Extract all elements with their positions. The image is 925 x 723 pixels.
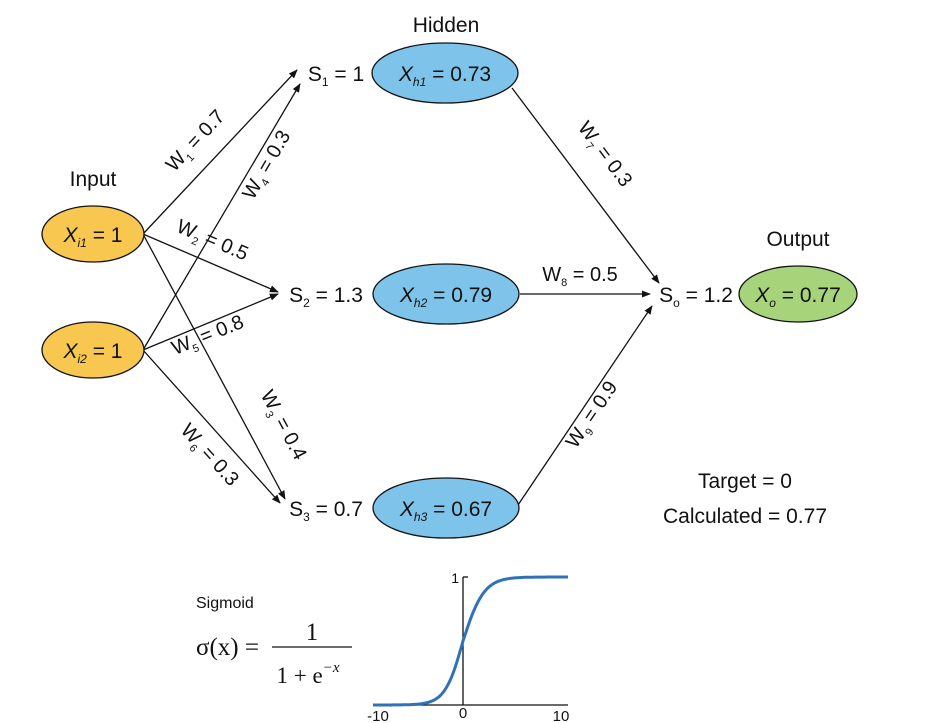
- sigmoid-numerator: 1: [306, 619, 319, 646]
- target-text: Target = 0: [698, 470, 792, 493]
- weight-label-w3: W3 = 0.4: [253, 387, 311, 466]
- svg-text:Xi1 = 1: Xi1 = 1: [63, 224, 123, 250]
- edge-w9: [517, 305, 653, 506]
- input-layer-label: Input: [70, 168, 117, 191]
- sum-label-s3: S3 = 0.7: [289, 498, 363, 524]
- sigmoid-plot: 1 -10 0 10: [367, 570, 569, 723]
- input-node-1: Xi1 = 1: [41, 205, 145, 263]
- weight-label-w9: W9 = 0.9: [562, 377, 625, 454]
- sigmoid-curve: [373, 575, 568, 707]
- sigmoid-xtick-min: -10: [367, 708, 389, 723]
- weight-label-w8: W8 = 0.5: [542, 264, 618, 289]
- svg-text:Xh2 = 0.79: Xh2 = 0.79: [399, 284, 492, 310]
- weight-label-w1: W1 = 0.7: [162, 106, 232, 178]
- svg-text:Xh1 = 0.73: Xh1 = 0.73: [398, 63, 491, 89]
- edge-w2: [142, 233, 279, 293]
- hidden-node-2: Xh2 = 0.79: [372, 263, 520, 325]
- sum-label-s2: S2 = 1.3: [289, 284, 363, 310]
- output-layer-label: Output: [766, 228, 829, 251]
- hidden-layer-label: Hidden: [413, 14, 480, 37]
- sigmoid-xtick-max: 10: [553, 708, 570, 723]
- sum-label-s1: S1 = 1: [308, 63, 364, 89]
- sigmoid-formula-left: σ(x) =: [196, 634, 259, 661]
- hidden-node-3: Xh3 = 0.67: [372, 477, 520, 539]
- hidden-node-1: Xh1 = 0.73: [371, 42, 519, 104]
- input-node-2: Xi2 = 1: [41, 321, 145, 379]
- weight-label-w6: W6 = 0.3: [174, 420, 243, 493]
- weight-label-w2: W2 = 0.5: [172, 216, 251, 269]
- edge-w1: [142, 69, 298, 235]
- svg-text:Xo = 0.77: Xo = 0.77: [754, 284, 841, 310]
- svg-text:Xh3 = 0.67: Xh3 = 0.67: [399, 498, 492, 524]
- connections: [142, 69, 660, 506]
- output-node: Xo = 0.77: [738, 265, 858, 323]
- sum-label-so: So = 1.2: [659, 284, 733, 310]
- sigmoid-title: Sigmoid: [196, 595, 254, 612]
- calculated-text: Calculated = 0.77: [663, 505, 827, 528]
- edge-w4: [142, 83, 301, 351]
- edge-w3: [142, 233, 286, 500]
- svg-text:Xi2 = 1: Xi2 = 1: [63, 340, 123, 366]
- edge-w6: [142, 349, 281, 504]
- edge-w7: [511, 87, 660, 284]
- weight-label-w7: W7 = 0.3: [571, 118, 636, 193]
- sigmoid-denominator: 1 + e−x: [277, 660, 340, 688]
- sigmoid-xtick-zero: 0: [459, 705, 467, 722]
- edge-w5: [142, 293, 279, 351]
- sigmoid-ytick-label: 1: [451, 570, 459, 586]
